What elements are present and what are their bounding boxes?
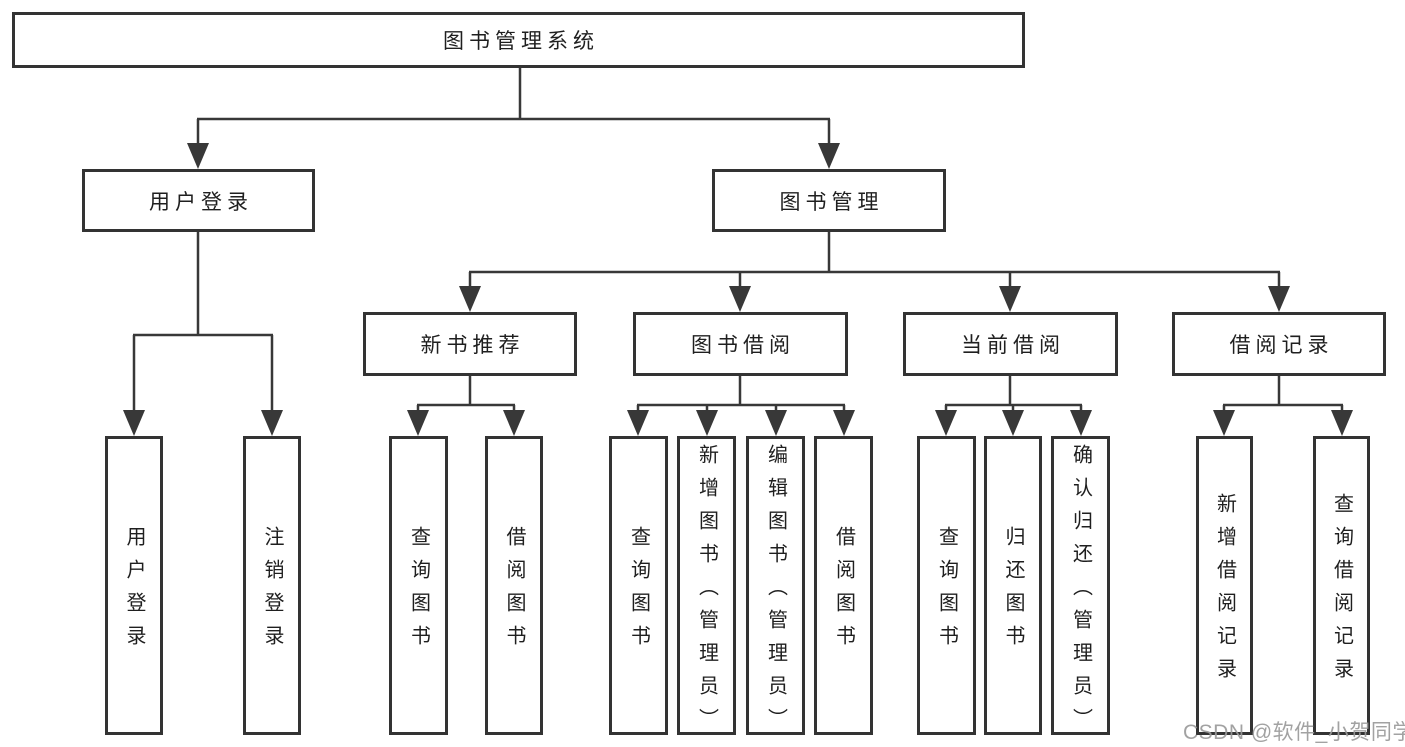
leaf-user-login: 用户登录 [105,436,163,735]
leaf-current-return-books: 归还图书 [984,436,1042,735]
leaf-newrec-query-books: 查询图书 [389,436,448,735]
leaf-borrow-query-books: 查询图书 [609,436,668,735]
leaf-current-query-books-label: 查询图书 [935,526,958,658]
node-user-login: 用户登录 [82,169,315,232]
leaf-borrow-add-books-admin-label: 新增图书（管理员） [695,443,718,741]
node-library-system-label: 图书管理系统 [443,30,599,53]
node-book-management: 图书管理 [712,169,946,232]
node-current-borrowing-label: 当前借阅 [961,334,1065,357]
leaf-current-confirm-return-admin-label: 确认归还（管理员） [1069,443,1092,741]
leaf-records-query-record-label: 查询借阅记录 [1330,493,1353,691]
leaf-borrow-borrow-books-label: 借阅图书 [832,526,855,658]
arrowhead-icons [123,143,1353,436]
leaf-logout-login: 注销登录 [243,436,301,735]
tree-edges [132,68,1344,412]
leaf-records-add-record-label: 新增借阅记录 [1213,493,1236,691]
node-book-borrowing-label: 图书借阅 [691,334,795,357]
leaf-borrow-query-books-label: 查询图书 [627,526,650,658]
node-library-system: 图书管理系统 [12,12,1025,68]
leaf-newrec-query-books-label: 查询图书 [407,526,430,658]
leaf-current-return-books-label: 归还图书 [1002,526,1024,658]
leaf-borrow-edit-books-admin: 编辑图书（管理员） [746,436,805,741]
csdn-watermark: CSDN @软件_小贺同学 [1183,721,1405,744]
leaf-newrec-borrow-books-label: 借阅图书 [503,526,525,658]
leaf-user-login-label: 用户登录 [123,526,145,658]
leaf-newrec-borrow-books: 借阅图书 [485,436,543,735]
leaf-borrow-add-books-admin: 新增图书（管理员） [677,436,736,741]
leaf-current-confirm-return-admin: 确认归还（管理员） [1051,436,1110,741]
node-borrowing-records-label: 借阅记录 [1229,334,1334,357]
leaf-records-query-record: 查询借阅记录 [1313,436,1370,735]
node-new-book-recommend-label: 新书推荐 [420,334,525,357]
leaf-borrow-borrow-books: 借阅图书 [814,436,873,735]
node-user-login-label: 用户登录 [149,190,253,214]
node-book-management-label: 图书管理 [779,190,884,214]
node-borrowing-records: 借阅记录 [1172,312,1386,376]
leaf-current-query-books: 查询图书 [917,436,976,735]
leaf-logout-login-label: 注销登录 [261,526,283,658]
node-book-borrowing: 图书借阅 [633,312,848,376]
node-new-book-recommend: 新书推荐 [363,312,577,376]
node-current-borrowing: 当前借阅 [903,312,1118,376]
leaf-records-add-record: 新增借阅记录 [1196,436,1253,735]
leaf-borrow-edit-books-admin-label: 编辑图书（管理员） [764,443,787,741]
